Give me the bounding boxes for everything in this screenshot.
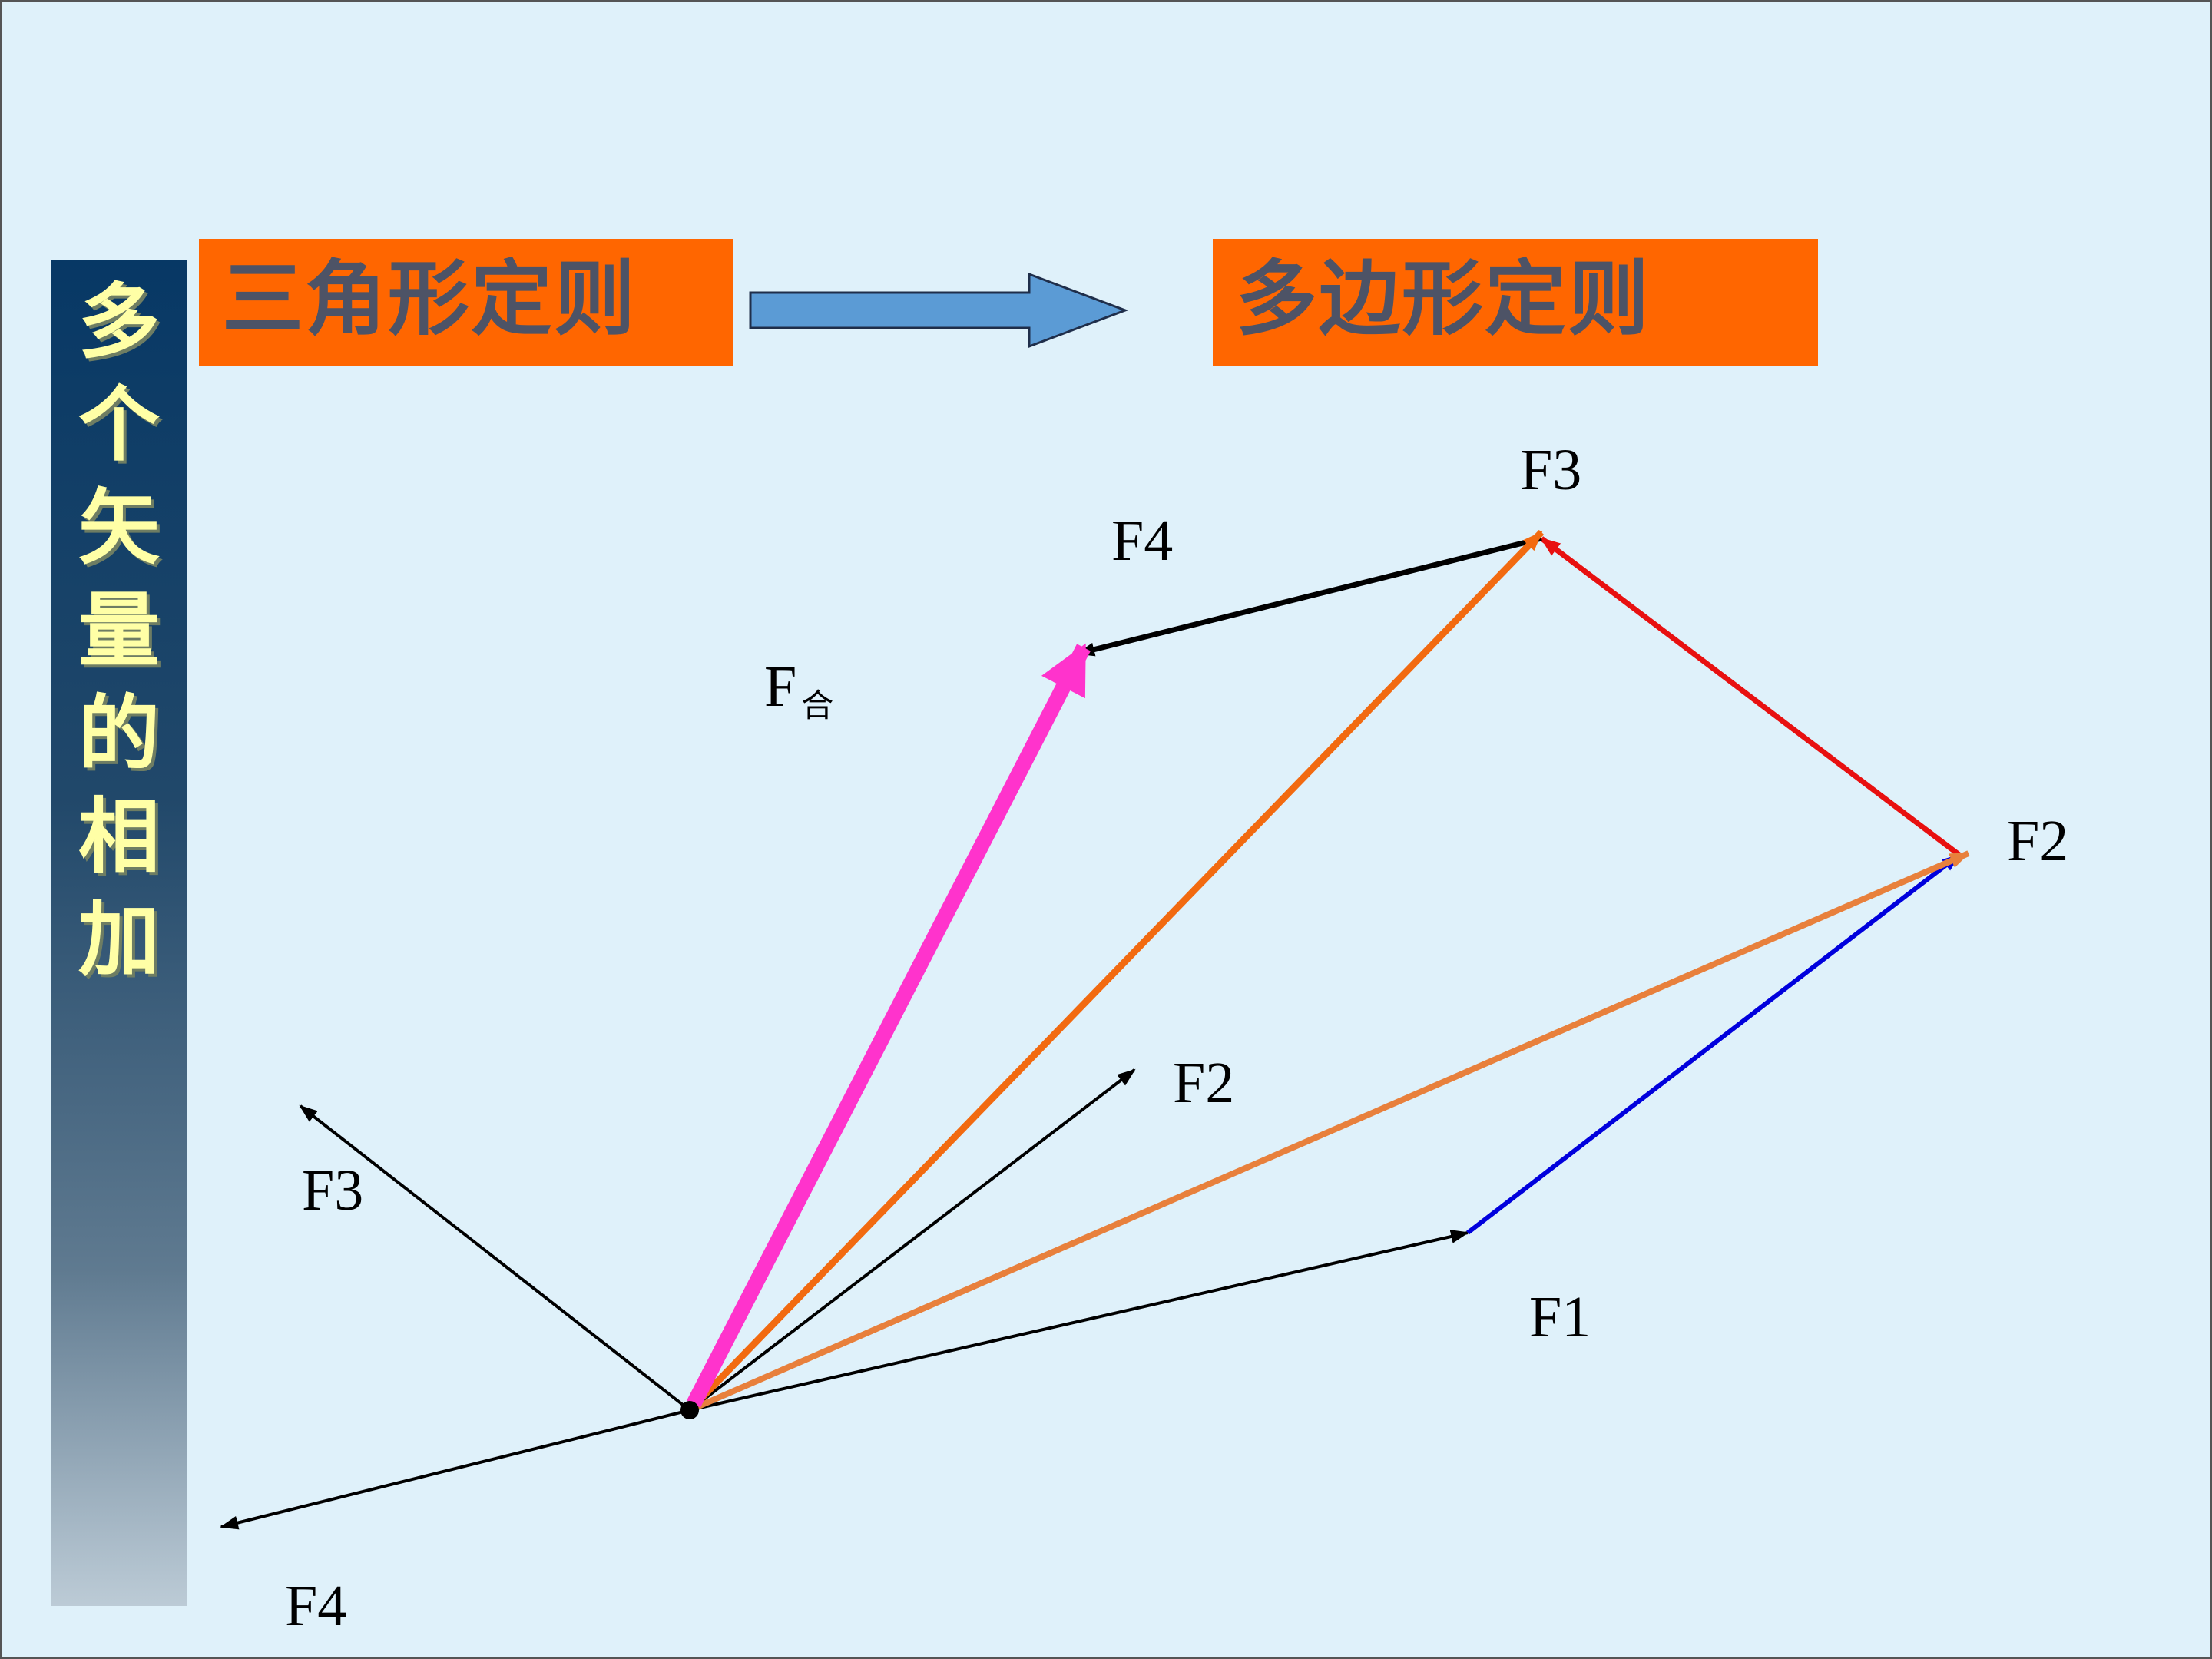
polygon-f2 bbox=[1466, 853, 1961, 1235]
polygon-rule-box: 多边形定则 bbox=[1213, 239, 1818, 366]
vector-f1 bbox=[689, 1230, 1469, 1412]
side-title-char: 加 bbox=[78, 892, 160, 987]
label-f4: F4 bbox=[285, 1574, 346, 1638]
label-f2: F2 bbox=[1173, 1051, 1234, 1115]
vector-f4 bbox=[220, 1409, 690, 1530]
resultant-label-sub: 合 bbox=[801, 687, 833, 724]
label-f3: F3 bbox=[302, 1158, 363, 1223]
side-title-char: 个 bbox=[78, 378, 160, 472]
polygon-label-f3: F3 bbox=[1520, 438, 1581, 502]
polygon-label-f4: F4 bbox=[1111, 508, 1173, 573]
side-title-char: 量 bbox=[78, 584, 160, 678]
triangle-rule-box: 三角形定则 bbox=[199, 239, 733, 366]
side-title-char: 多 bbox=[78, 275, 160, 369]
polygon-label-f2: F2 bbox=[2007, 809, 2068, 873]
diagonal-f1-f2 bbox=[688, 850, 1970, 1413]
transition-arrow bbox=[749, 272, 1129, 349]
origin-point bbox=[680, 1401, 699, 1419]
diagonal-f1-f2-f3 bbox=[687, 529, 1545, 1413]
side-title: 多 个 矢 量 的 相 加 bbox=[51, 271, 187, 992]
polygon-rule-label: 多边形定则 bbox=[1236, 252, 1651, 346]
side-title-char: 的 bbox=[78, 687, 160, 781]
vector-f3 bbox=[299, 1104, 691, 1412]
triangle-rule-label: 三角形定则 bbox=[222, 252, 637, 346]
polygon-f4 bbox=[1076, 535, 1542, 657]
resultant-label-main: F bbox=[764, 654, 796, 719]
side-title-char: 相 bbox=[78, 790, 160, 884]
side-title-char: 矢 bbox=[78, 481, 160, 575]
side-title-bar: 多 个 矢 量 的 相 加 bbox=[51, 260, 187, 1606]
vector-f2 bbox=[688, 1068, 1136, 1412]
label-f1: F1 bbox=[1529, 1285, 1591, 1349]
resultant-vector bbox=[687, 643, 1091, 1408]
polygon-f3 bbox=[1539, 536, 1962, 857]
